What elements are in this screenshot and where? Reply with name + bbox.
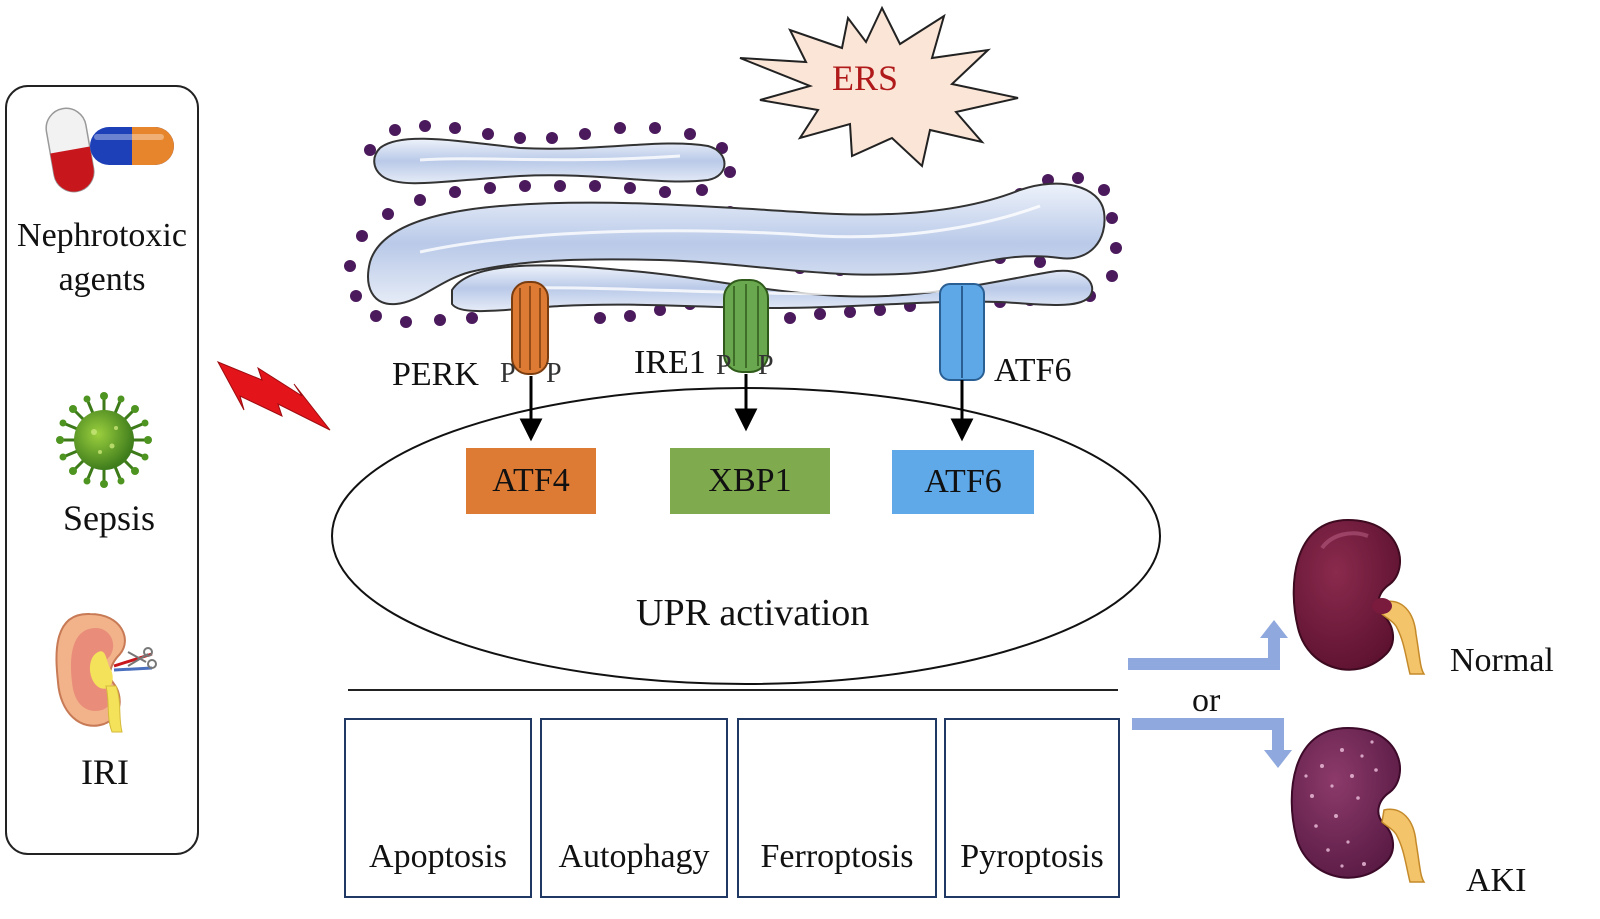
ferroptosis-box: Ferroptosis [737,718,937,898]
apoptosis-box: Apoptosis [344,718,532,898]
or-label: or [1192,682,1221,719]
kidney-clamp-icon [55,612,157,733]
perk-sensor-icon [511,281,549,375]
pill-capsules-icon [45,107,174,193]
perk-phospho-right: P [546,358,562,389]
pyroptosis-label: Pyroptosis [960,838,1104,875]
causes-panel [5,85,199,855]
apoptosis-label: Apoptosis [369,838,507,875]
atf6-arrow [950,380,974,442]
perk-arrow [519,376,543,442]
normal-outcome-arrow [1128,620,1288,670]
perk-label: PERK [392,356,479,393]
ire1-phospho-left: P [716,350,732,381]
upr-activation-label: UPR activation [636,592,870,634]
ire1-phospho-right: P [758,350,774,381]
autophagy-box: Autophagy [540,718,728,898]
atf6-box: ATF6 [892,450,1034,514]
ire1-label: IRE1 [634,344,706,381]
endoplasmic-reticulum [344,120,1122,328]
atf6-label: ATF6 [924,463,1002,500]
ire1-sensor-icon [723,279,769,373]
iri-label: IRI [81,752,129,792]
nephrotoxic-agents-text: Nephrotoxic agents [17,217,187,298]
autophagy-label: Autophagy [558,838,710,875]
ers-label: ERS [832,58,899,98]
virus-icon [56,392,152,488]
aki-outcome-arrow [1132,718,1292,768]
lightning-bolt-icon [216,361,331,431]
ers-starburst [739,5,1019,168]
sepsis-label: Sepsis [62,498,156,538]
nucleus [331,387,1161,685]
healthy-kidney-icon [1292,518,1426,675]
nephrotoxic-agents-label: Nephrotoxic agents [6,214,198,302]
xbp1-box: XBP1 [670,448,830,514]
pyroptosis-box: Pyroptosis [944,718,1120,898]
injured-kidney-icon [1290,726,1426,883]
normal-label: Normal [1450,642,1554,679]
atf4-box: ATF4 [466,448,596,514]
aki-label: AKI [1466,862,1527,899]
ire1-arrow [734,374,758,432]
atf6-sensor-icon [939,283,985,381]
xbp1-label: XBP1 [708,462,792,499]
ferroptosis-label: Ferroptosis [760,838,914,875]
perk-phospho-left: P [500,358,516,389]
atf6-sensor-label: ATF6 [994,352,1072,389]
atf4-label: ATF4 [492,462,570,499]
